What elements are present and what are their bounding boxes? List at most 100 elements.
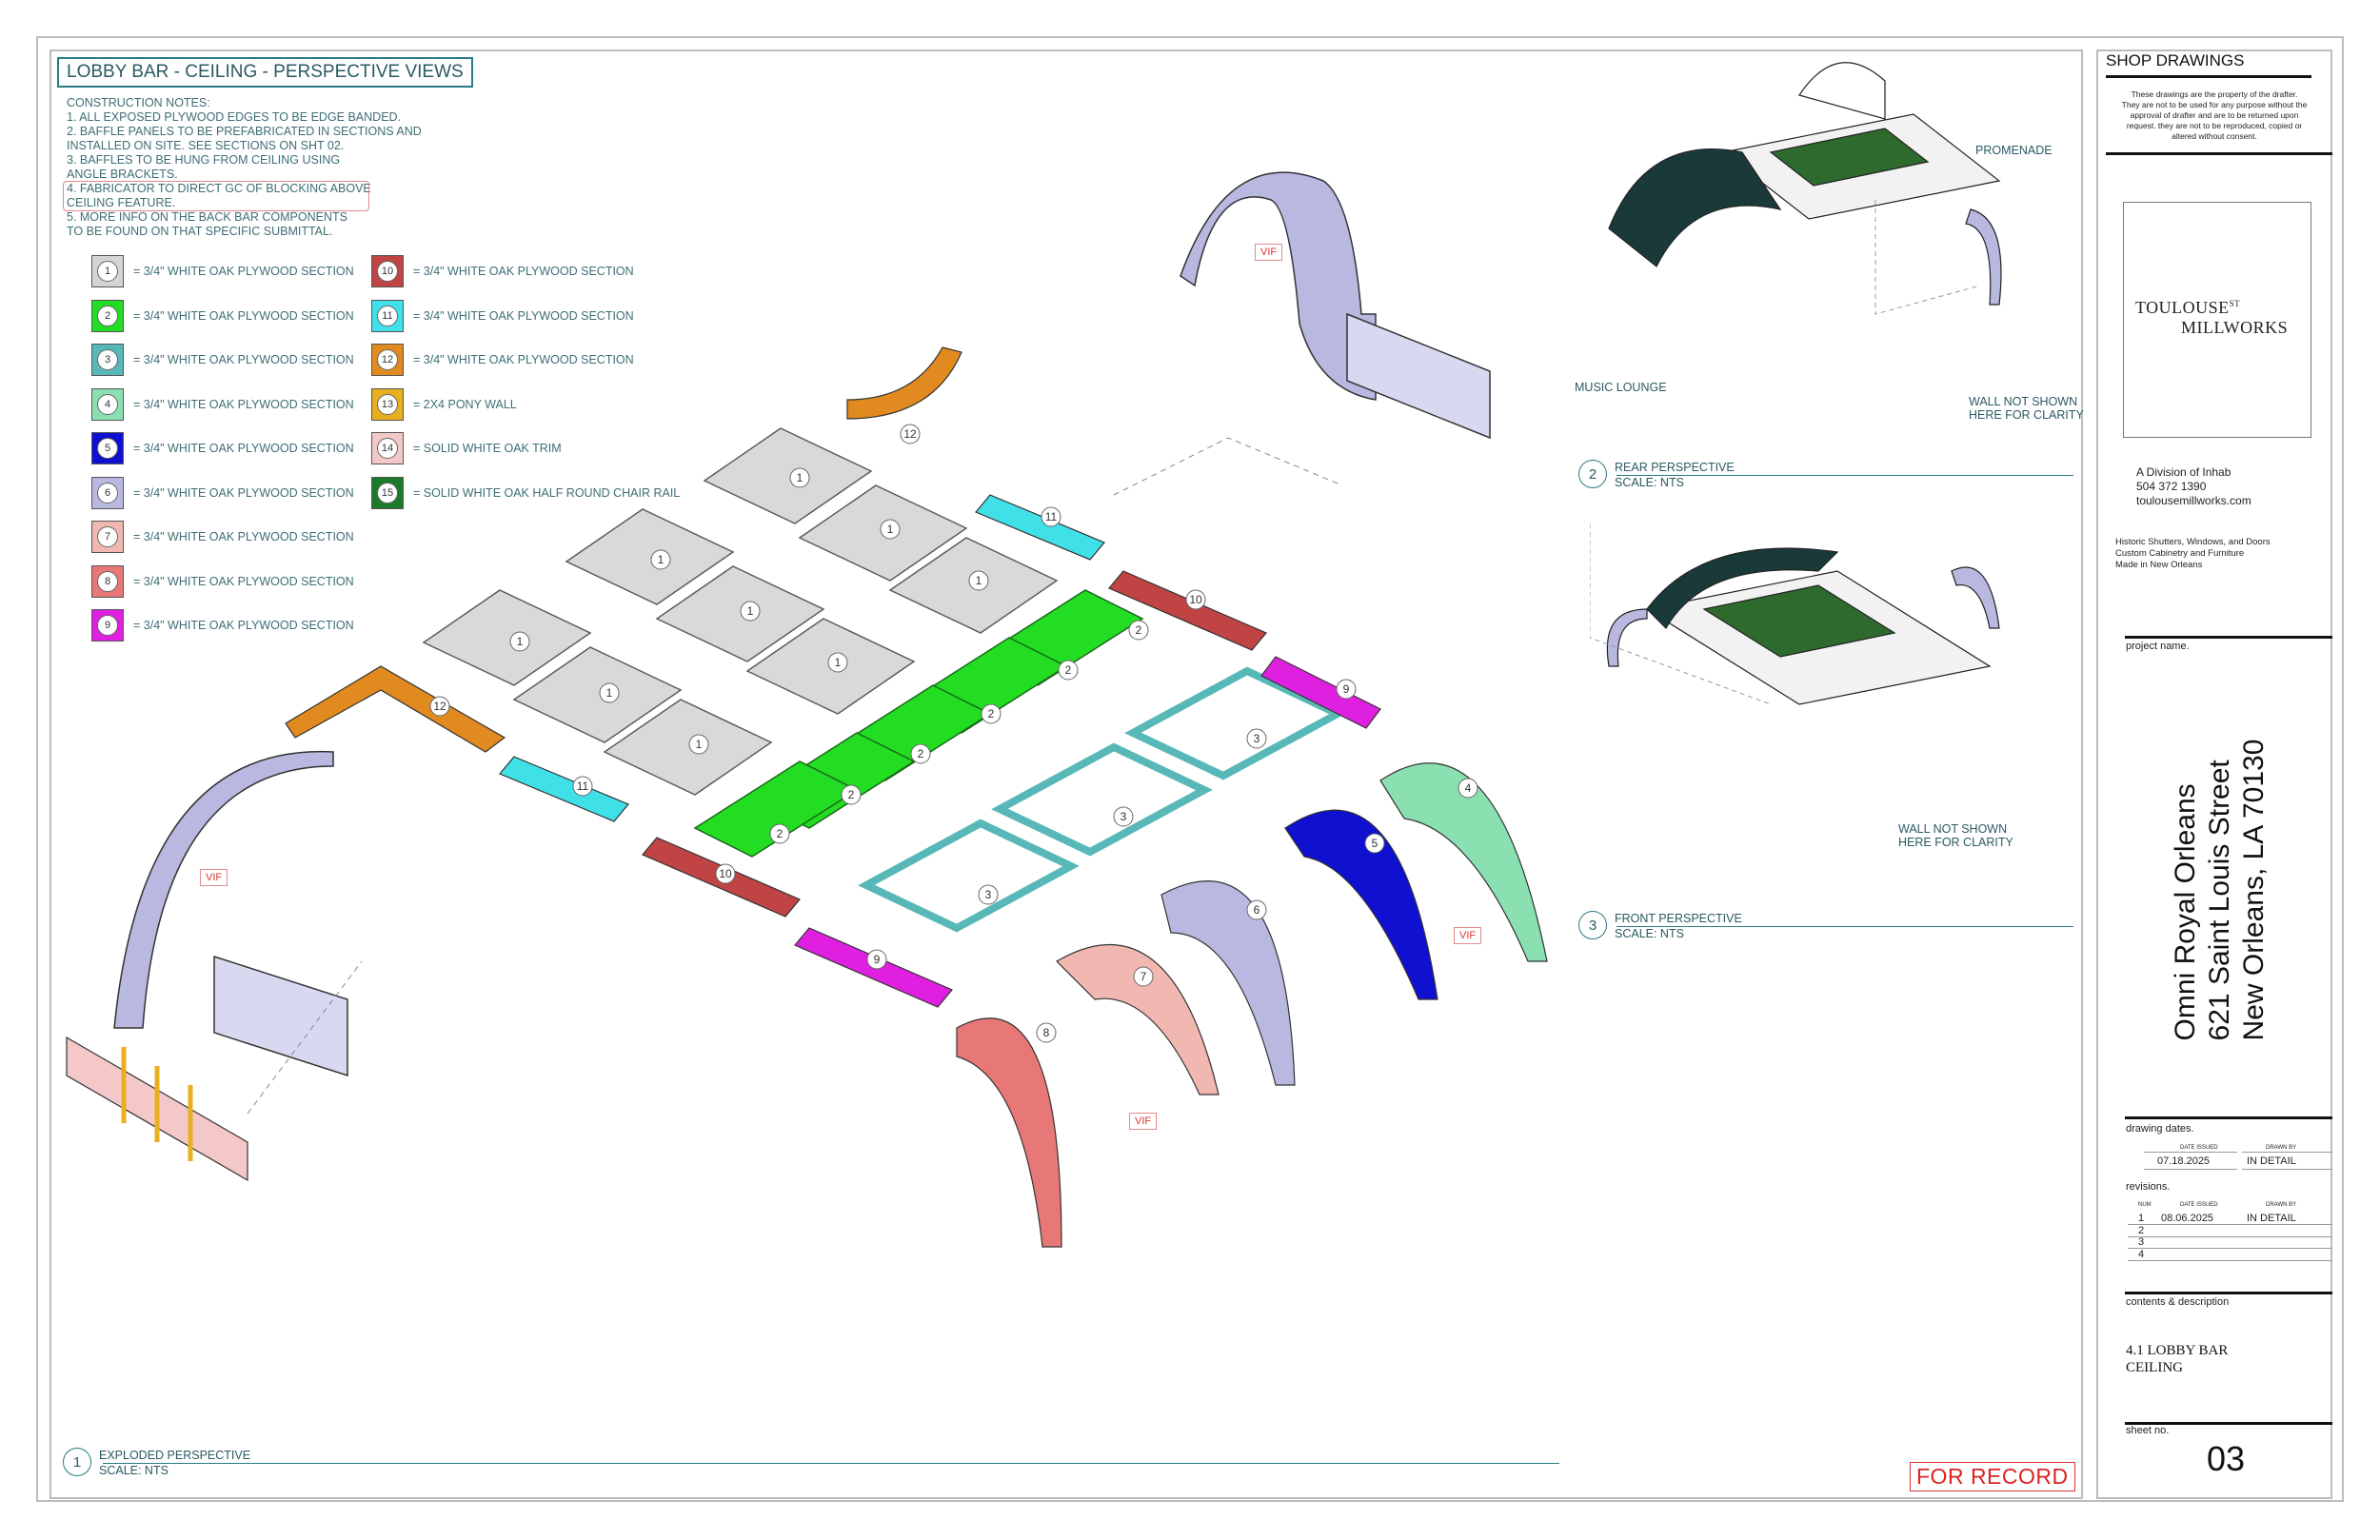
wall-not-shown-callout-front: WALL NOT SHOWN HERE FOR CLARITY (1898, 822, 2013, 849)
rear-left-vault (1608, 148, 1782, 267)
panel-1-e (655, 565, 825, 662)
svg-text:1: 1 (797, 471, 803, 484)
svg-text:2: 2 (777, 827, 783, 840)
panel-9-top (1260, 656, 1381, 729)
legend-swatch: 8 (91, 564, 124, 598)
view-underline (1616, 926, 2073, 927)
title-block (2096, 49, 2332, 1499)
svg-text:9: 9 (874, 953, 881, 966)
front-perspective-model (1606, 547, 2000, 705)
panel-11-top (975, 494, 1105, 561)
legend-item-4: 4= 3/4" WHITE OAK PLYWOOD SECTION (91, 387, 354, 421)
for-record-stamp: FOR RECORD (1910, 1462, 2075, 1491)
note-line: 2. BAFFLE PANELS TO BE PREFABRICATED IN … (67, 125, 422, 138)
revision-row-rule (2128, 1248, 2332, 1249)
legend-number: 11 (377, 305, 398, 326)
part-tag: 1 (509, 631, 530, 652)
vif-tag: VIF (1255, 244, 1283, 261)
project-rule (2125, 636, 2332, 639)
rev-drawn-header: DRAWN BY (2266, 1202, 2297, 1208)
end-arches (113, 171, 1491, 1077)
notes-heading: CONSTRUCTION NOTES: (67, 96, 210, 109)
drawn-by-header: DRAWN BY (2266, 1145, 2297, 1151)
legend-swatch: 4 (91, 387, 124, 421)
contents-line: CEILING (2126, 1360, 2183, 1375)
part-tag: 3 (978, 884, 999, 905)
header-rule (2106, 75, 2311, 78)
panel-3-c (858, 819, 1080, 933)
part-tag: 6 (1246, 899, 1267, 920)
legend-label: = SOLID WHITE OAK HALF ROUND CHAIR RAIL (413, 485, 681, 500)
rear-wall-outline (1874, 200, 1981, 315)
vif-tag: VIF (1129, 1113, 1158, 1130)
svg-text:10: 10 (719, 867, 732, 880)
legend-swatch: 6 (91, 476, 124, 509)
panel-1-g (422, 589, 592, 686)
arch-4 (1379, 762, 1548, 962)
legend-label: = 3/4" WHITE OAK PLYWOOD SECTION (133, 353, 354, 366)
disclaimer-rule (2106, 152, 2332, 155)
legend-number: 4 (97, 393, 118, 415)
construction-notes: CONSTRUCTION NOTES: 1. ALL EXPOSED PLYWO… (67, 96, 422, 239)
note-line: ANGLE BRACKETS. (67, 168, 178, 181)
rev-date-header: DATE ISSUED (2180, 1202, 2218, 1208)
project-line: 621 Saint Louis Street (2204, 760, 2235, 1041)
wall-front (213, 955, 348, 1077)
guide-front (247, 960, 363, 1115)
disclaimer-line: approval of drafter and are to be return… (2130, 110, 2299, 120)
legend-label: = 3/4" WHITE OAK PLYWOOD SECTION (413, 308, 634, 323)
legend-number: 9 (97, 615, 118, 636)
part-tag: 3 (1113, 806, 1134, 827)
panel-12-top (846, 346, 962, 420)
contents-line: 4.1 LOBBY BAR (2126, 1343, 2229, 1358)
revision-num: 1 (2138, 1213, 2145, 1224)
revision-drawn-by: IN DETAIL (2247, 1213, 2296, 1224)
note-highlight-box (63, 181, 369, 211)
svg-text:1: 1 (696, 738, 703, 751)
view-label-rear: 2 REAR PERSPECTIVE SCALE: NTS (1578, 460, 1735, 490)
revision-num: 2 (2138, 1224, 2145, 1236)
panel-1-a (703, 427, 873, 524)
small-perspective-drawings (1590, 62, 2002, 705)
legend-label: = 3/4" WHITE OAK PLYWOOD SECTION (413, 353, 634, 366)
legend-item-12: 12= 3/4" WHITE OAK PLYWOOD SECTION (371, 344, 634, 376)
legend-item-8: 8= 3/4" WHITE OAK PLYWOOD SECTION (91, 564, 354, 598)
pony-wall (66, 1036, 248, 1182)
note-line: CEILING FEATURE. (67, 196, 176, 209)
part-tag: 1 (789, 467, 810, 488)
front-wall-outline (1590, 523, 1772, 705)
music-lounge-callout: MUSIC LOUNGE (1575, 381, 1667, 394)
legend-number: 8 (97, 570, 118, 592)
front-left-arch (1606, 608, 1648, 667)
legend-label: = 3/4" WHITE OAK PLYWOOD SECTION (413, 265, 634, 278)
part-tag: 1 (827, 652, 848, 673)
part-tag: 9 (1336, 679, 1357, 700)
part-tag: 3 (1246, 728, 1267, 749)
legend-swatch: 13 (371, 387, 404, 421)
note-line: 4. FABRICATOR TO DIRECT GC OF BLOCKING A… (67, 182, 371, 195)
view-underline (1616, 475, 2073, 476)
part-tag: 2 (841, 784, 862, 805)
legend-number: 13 (377, 393, 398, 415)
date-field-rule (2144, 1169, 2237, 1170)
part-tag: 12 (429, 696, 450, 717)
green-panels-2 (693, 589, 1144, 858)
svg-text:10: 10 (1189, 593, 1202, 606)
legend-item-3: 3 = 3/4" WHITE OAK PLYWOOD SECTION (91, 344, 354, 376)
part-tag: 4 (1458, 778, 1478, 799)
view-title: REAR PERSPECTIVE (1615, 461, 1735, 474)
svg-text:2: 2 (1065, 663, 1072, 677)
legend-swatch: 3 (91, 344, 124, 376)
drawn-field-rule (2242, 1152, 2332, 1153)
legend-swatch: 7 (91, 521, 124, 553)
legend-number: 15 (377, 482, 398, 503)
contents-label: contents & description (2126, 1296, 2230, 1308)
legend-swatch: 15 (371, 476, 404, 509)
legend-number: 1 (97, 261, 118, 282)
legend-swatch: 9 (91, 609, 124, 642)
panel-1-d (565, 508, 735, 605)
view-label-front: 3 FRONT PERSPECTIVE SCALE: NTS (1578, 911, 1742, 941)
svg-text:2: 2 (988, 707, 995, 721)
arch-5 (1284, 809, 1438, 1000)
legend-number: 7 (97, 526, 118, 547)
